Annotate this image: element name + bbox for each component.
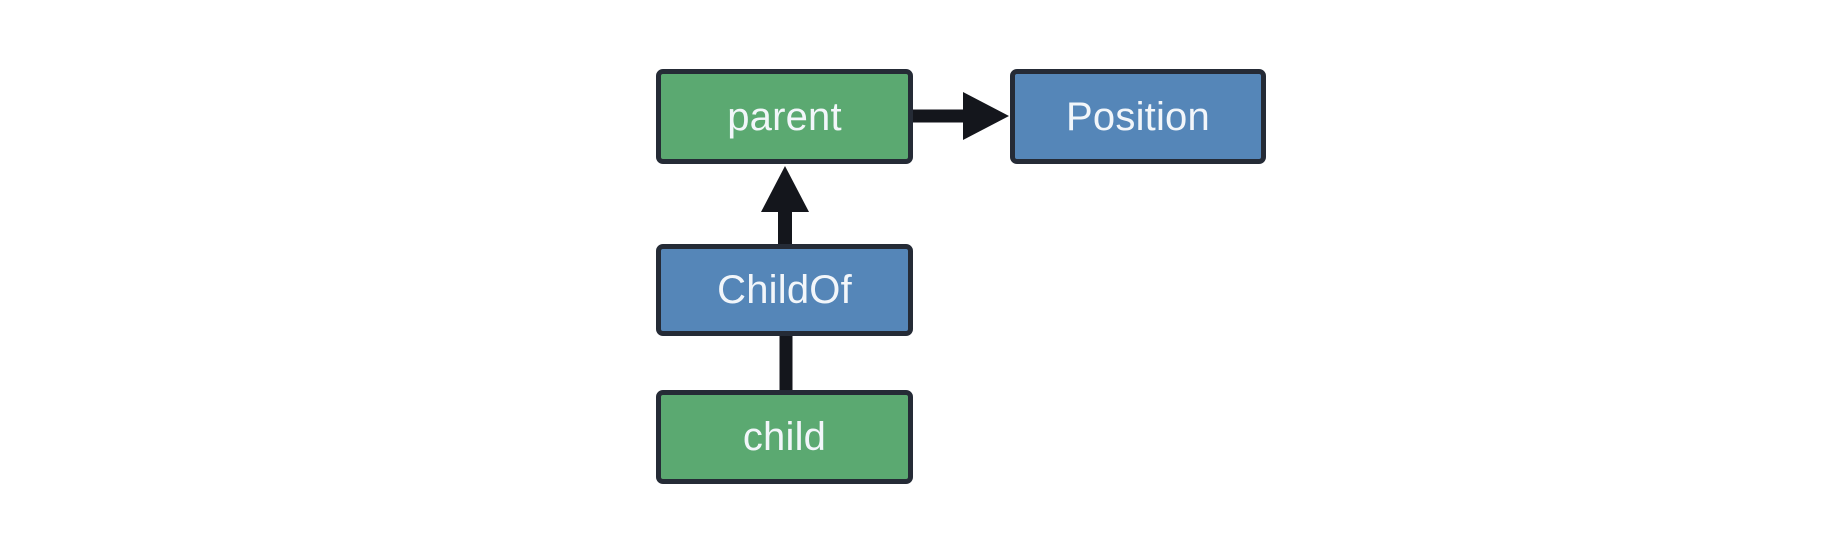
node-childof[interactable]: ChildOf [656,244,913,336]
edge-parent-to-position-arrowhead [963,92,1009,140]
node-position-label: Position [1066,94,1210,139]
node-position[interactable]: Position [1010,69,1266,164]
edge-childof-to-parent [761,166,809,244]
node-parent[interactable]: parent [656,69,913,164]
node-child[interactable]: child [656,390,913,484]
node-child-label: child [742,415,827,459]
edge-parent-to-position [913,92,1009,140]
node-childof-label: ChildOf [717,268,852,312]
node-parent-label: parent [727,94,842,139]
edge-childof-to-parent-arrowhead [761,166,809,212]
